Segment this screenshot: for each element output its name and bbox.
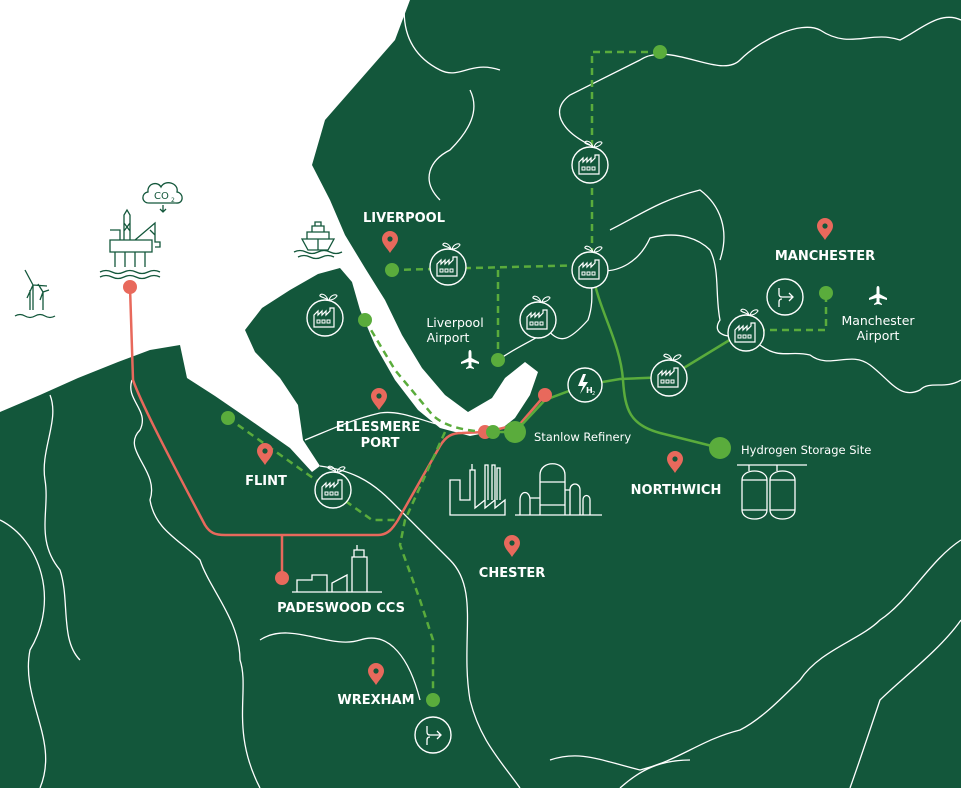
- network-nodes: [123, 45, 833, 707]
- city-label-ellesmere-port-line2: PORT: [361, 436, 400, 451]
- city-label-liverpool: LIVERPOOL: [363, 211, 445, 226]
- hydrogen-storage-node[interactable]: [709, 437, 731, 459]
- hydrogen-bolt-icon[interactable]: H 2: [567, 367, 603, 403]
- route-arrows-icon[interactable]: [414, 716, 452, 754]
- city-label-manchester: MANCHESTER: [775, 249, 875, 264]
- co2-label: CO: [154, 191, 169, 202]
- node-dot[interactable]: [653, 45, 667, 59]
- node-dot[interactable]: [486, 425, 500, 439]
- wind-turbine-icon: [14, 269, 56, 319]
- place-label-manchester-airport-line2: Airport: [857, 328, 900, 343]
- node-dot[interactable]: [385, 263, 399, 277]
- node-dot[interactable]: [491, 353, 505, 367]
- hydrogen-storage-illustration: [737, 464, 807, 520]
- place-label-liverpool-airport-line2: Airport: [427, 330, 470, 345]
- co2-cloud-icon: CO 2: [142, 182, 183, 213]
- padeswood-illustration: [292, 545, 382, 593]
- node-dot[interactable]: [221, 411, 235, 425]
- ship-icon: [293, 221, 343, 260]
- place-label-liverpool-airport-line1: Liverpool: [426, 315, 483, 330]
- h2-label: H: [586, 386, 593, 395]
- node-dot[interactable]: [426, 693, 440, 707]
- h2-subscript: 2: [592, 391, 595, 397]
- city-label-chester: CHESTER: [479, 566, 545, 581]
- city-label-ellesmere-port-line1: ELLESMERE: [336, 420, 420, 435]
- place-label-hydrogen-storage: Hydrogen Storage Site: [741, 443, 871, 457]
- node-dot[interactable]: [819, 286, 833, 300]
- city-label-wrexham: WREXHAM: [337, 693, 414, 708]
- co2-subscript: 2: [171, 197, 175, 204]
- route-arrows-icon[interactable]: [766, 278, 804, 316]
- co2-dot[interactable]: [538, 388, 552, 402]
- city-label-flint: FLINT: [245, 474, 287, 489]
- place-label-manchester-airport-line1: Manchester: [841, 313, 915, 328]
- node-dot[interactable]: [358, 313, 372, 327]
- city-label-northwich: NORTHWICH: [631, 483, 722, 498]
- co2-dot[interactable]: [275, 571, 289, 585]
- co2-pipeline: [128, 286, 546, 578]
- place-label-stanlow-refinery: Stanlow Refinery: [534, 430, 631, 444]
- refinery-illustration: [449, 463, 602, 516]
- city-label-padeswood: PADESWOOD CCS: [277, 601, 405, 616]
- oil-rig-icon: [99, 208, 161, 280]
- stanlow-node[interactable]: [504, 421, 526, 443]
- co2-dot[interactable]: [123, 280, 137, 294]
- sea: [0, 0, 538, 472]
